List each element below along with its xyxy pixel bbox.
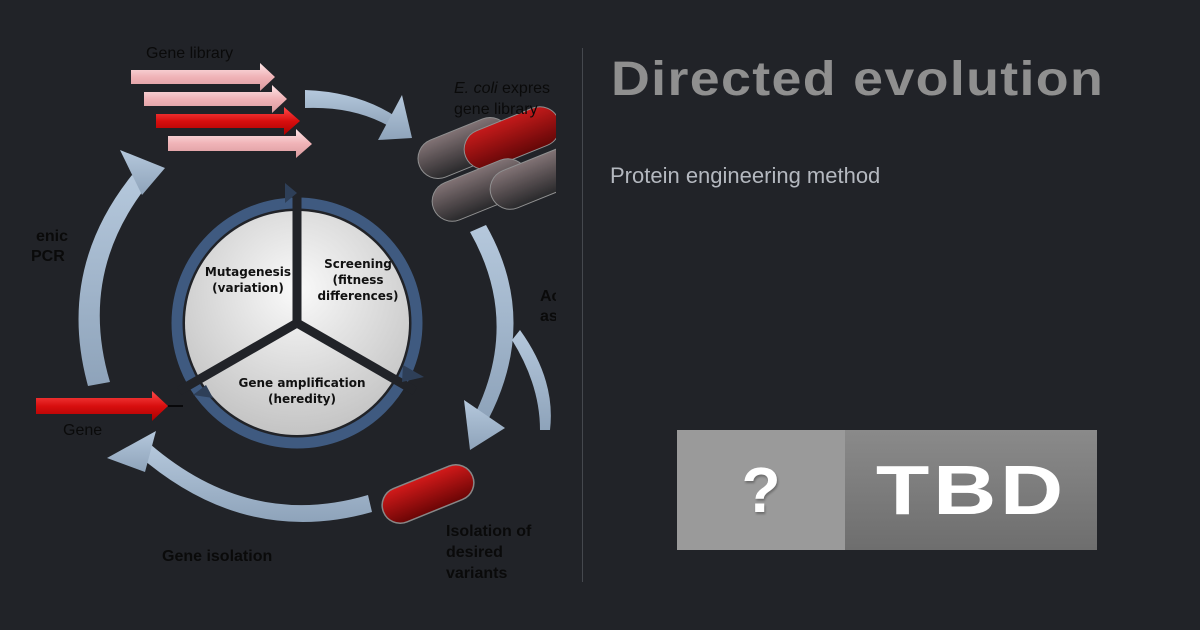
label-gene-library: Gene library	[146, 45, 234, 62]
arrow-mutagenic-pcr	[78, 150, 165, 386]
label-isolation-line1: Isolation of	[446, 523, 532, 540]
wheel-segment-mutagenesis: Mutagenesis (variation)	[196, 264, 300, 296]
label-assay-line1: Ac	[540, 288, 556, 305]
amplification-title: Gene amplification	[238, 376, 366, 390]
vertical-divider	[582, 48, 583, 582]
label-ecoli-rest: expres	[497, 80, 551, 97]
wheel-segment-amplification: Gene amplification (heredity)	[232, 375, 372, 407]
page-subtitle: Protein engineering method	[610, 163, 881, 188]
arrow-gene-isolation	[107, 431, 372, 523]
page-title: Directed evolution	[611, 53, 1105, 106]
tbd-label-box: TBD	[845, 430, 1097, 550]
screening-subtitle-2: differences)	[317, 289, 399, 304]
gene-library-arrows	[131, 63, 312, 158]
tbd-label: TBD	[875, 451, 1067, 529]
isolated-variant-cell	[381, 464, 475, 524]
label-gene: Gene	[63, 422, 103, 439]
label-ecoli: E. coli expres	[454, 80, 550, 98]
label-mutagenic-line1: enic	[36, 228, 69, 245]
diagram-graphics	[36, 63, 556, 524]
arrow-library-to-ecoli	[305, 90, 412, 140]
screening-title: Screening	[324, 257, 392, 271]
wheel-segment-screening: Screening (fitness differences)	[308, 256, 408, 305]
label-isolation-line3: variants	[446, 565, 508, 582]
label-isolation-line2: desired	[446, 544, 503, 561]
ecoli-cells	[417, 106, 556, 222]
mutagenesis-title: Mutagenesis	[204, 265, 292, 279]
label-gene-isolation: Gene isolation	[162, 548, 273, 565]
tbd-badge: ? TBD	[677, 430, 1097, 550]
label-ecoli-italic: E. coli	[454, 80, 498, 97]
screening-subtitle-1: (fitness	[332, 273, 384, 288]
label-ecoli-line2: gene library	[454, 101, 538, 118]
mutagenesis-subtitle: (variation)	[212, 281, 284, 296]
label-mutagenic-line2: PCR	[31, 248, 65, 265]
arrow-ecoli-to-assay	[464, 225, 551, 450]
gene-arrow	[36, 391, 183, 421]
directed-evolution-diagram: Gene library E. coli expres gene library…	[0, 0, 556, 630]
question-mark-icon: ?	[677, 430, 845, 550]
amplification-subtitle: (heredity)	[268, 392, 336, 407]
evolution-wheel	[171, 183, 424, 449]
label-assay-line2: as	[540, 308, 556, 325]
